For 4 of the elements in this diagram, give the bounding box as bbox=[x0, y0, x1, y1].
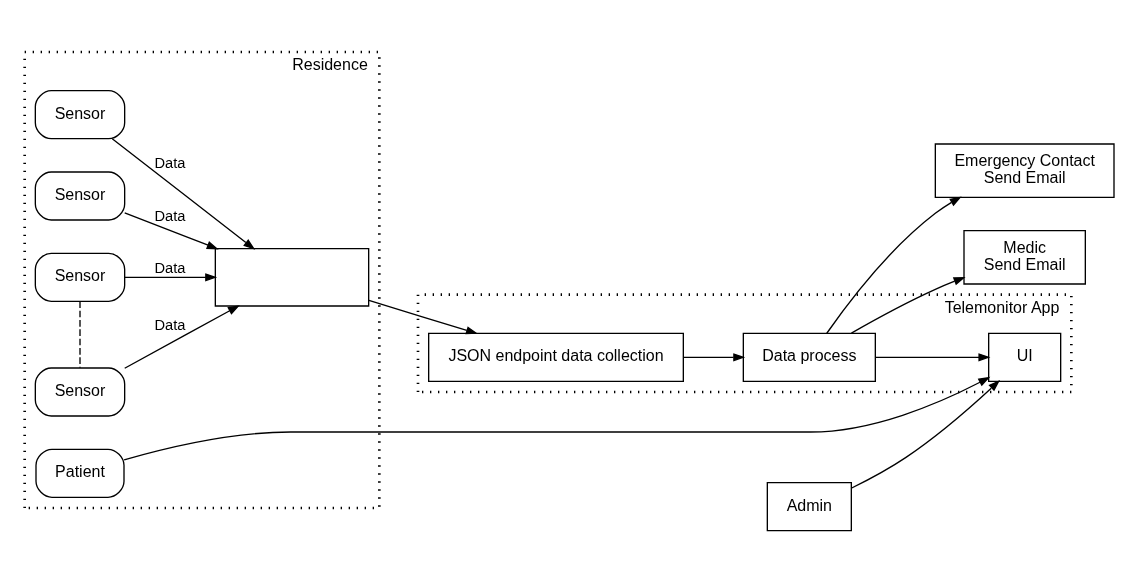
edge-label: Data bbox=[154, 260, 186, 277]
edge-label: Data bbox=[154, 208, 186, 225]
edge-label: Data bbox=[154, 154, 186, 171]
edge-label: Data bbox=[154, 317, 186, 334]
